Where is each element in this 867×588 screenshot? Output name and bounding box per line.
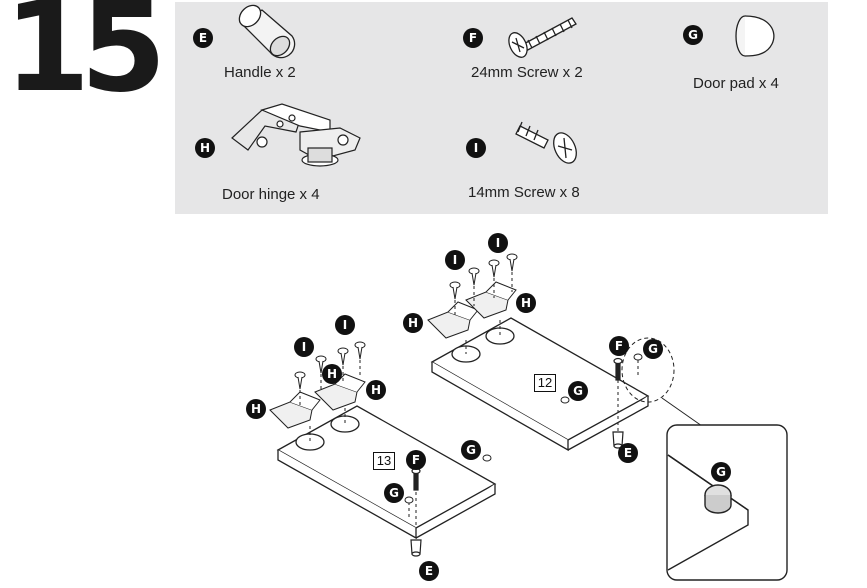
- callout-h-right-1: H: [403, 313, 423, 333]
- handle-icon: [238, 4, 296, 59]
- part-i-label: 14mm Screw x 8: [468, 184, 580, 201]
- callout-g-zoom: G: [711, 462, 731, 482]
- hinge-left-1: [269, 391, 321, 429]
- long-screws: [411, 357, 623, 491]
- door-pad-icon: [735, 15, 775, 57]
- callout-e-right: E: [618, 443, 638, 463]
- detail-zoom-box: [666, 424, 788, 581]
- part-f-badge: F: [463, 28, 483, 48]
- callout-f-left: F: [406, 450, 426, 470]
- callout-i-left-1: I: [294, 337, 314, 357]
- callout-h-right-2: H: [516, 293, 536, 313]
- callout-g-left-1: G: [461, 440, 481, 460]
- callout-i-right-1: I: [445, 250, 465, 270]
- callout-g-left-2: G: [384, 483, 404, 503]
- part-h-label: Door hinge x 4: [222, 186, 320, 203]
- part-f-label: 24mm Screw x 2: [471, 64, 583, 81]
- door-pads: [404, 353, 643, 504]
- callout-e-left: E: [419, 561, 439, 581]
- screws-left: [294, 341, 366, 390]
- callout-h-left-1: H: [322, 364, 342, 384]
- long-screw-icon: [508, 17, 577, 58]
- callout-h-left-3: H: [246, 399, 266, 419]
- part-h-badge: H: [195, 138, 215, 158]
- callout-i-right-2: I: [488, 233, 508, 253]
- part-i-badge: I: [466, 138, 486, 158]
- hinge-right-1: [427, 301, 479, 339]
- callout-g-right-2: G: [568, 381, 588, 401]
- part-g-badge: G: [683, 25, 703, 45]
- door-panel-13: [276, 405, 497, 540]
- callout-f-right: F: [609, 336, 629, 356]
- screws-right: [449, 253, 518, 300]
- part-g-label: Door pad x 4: [693, 75, 779, 92]
- door-hinge-icon: [231, 103, 361, 167]
- part-e-label: Handle x 2: [224, 64, 296, 81]
- panel-13-number: 13: [373, 452, 395, 470]
- part-e-badge: E: [193, 28, 213, 48]
- panel-12-number: 12: [534, 374, 556, 392]
- callout-i-left-2: I: [335, 315, 355, 335]
- short-screw-icon: [515, 121, 577, 164]
- callout-h-left-2: H: [366, 380, 386, 400]
- step-number: 15: [4, 0, 167, 120]
- callout-g-right-1: G: [643, 339, 663, 359]
